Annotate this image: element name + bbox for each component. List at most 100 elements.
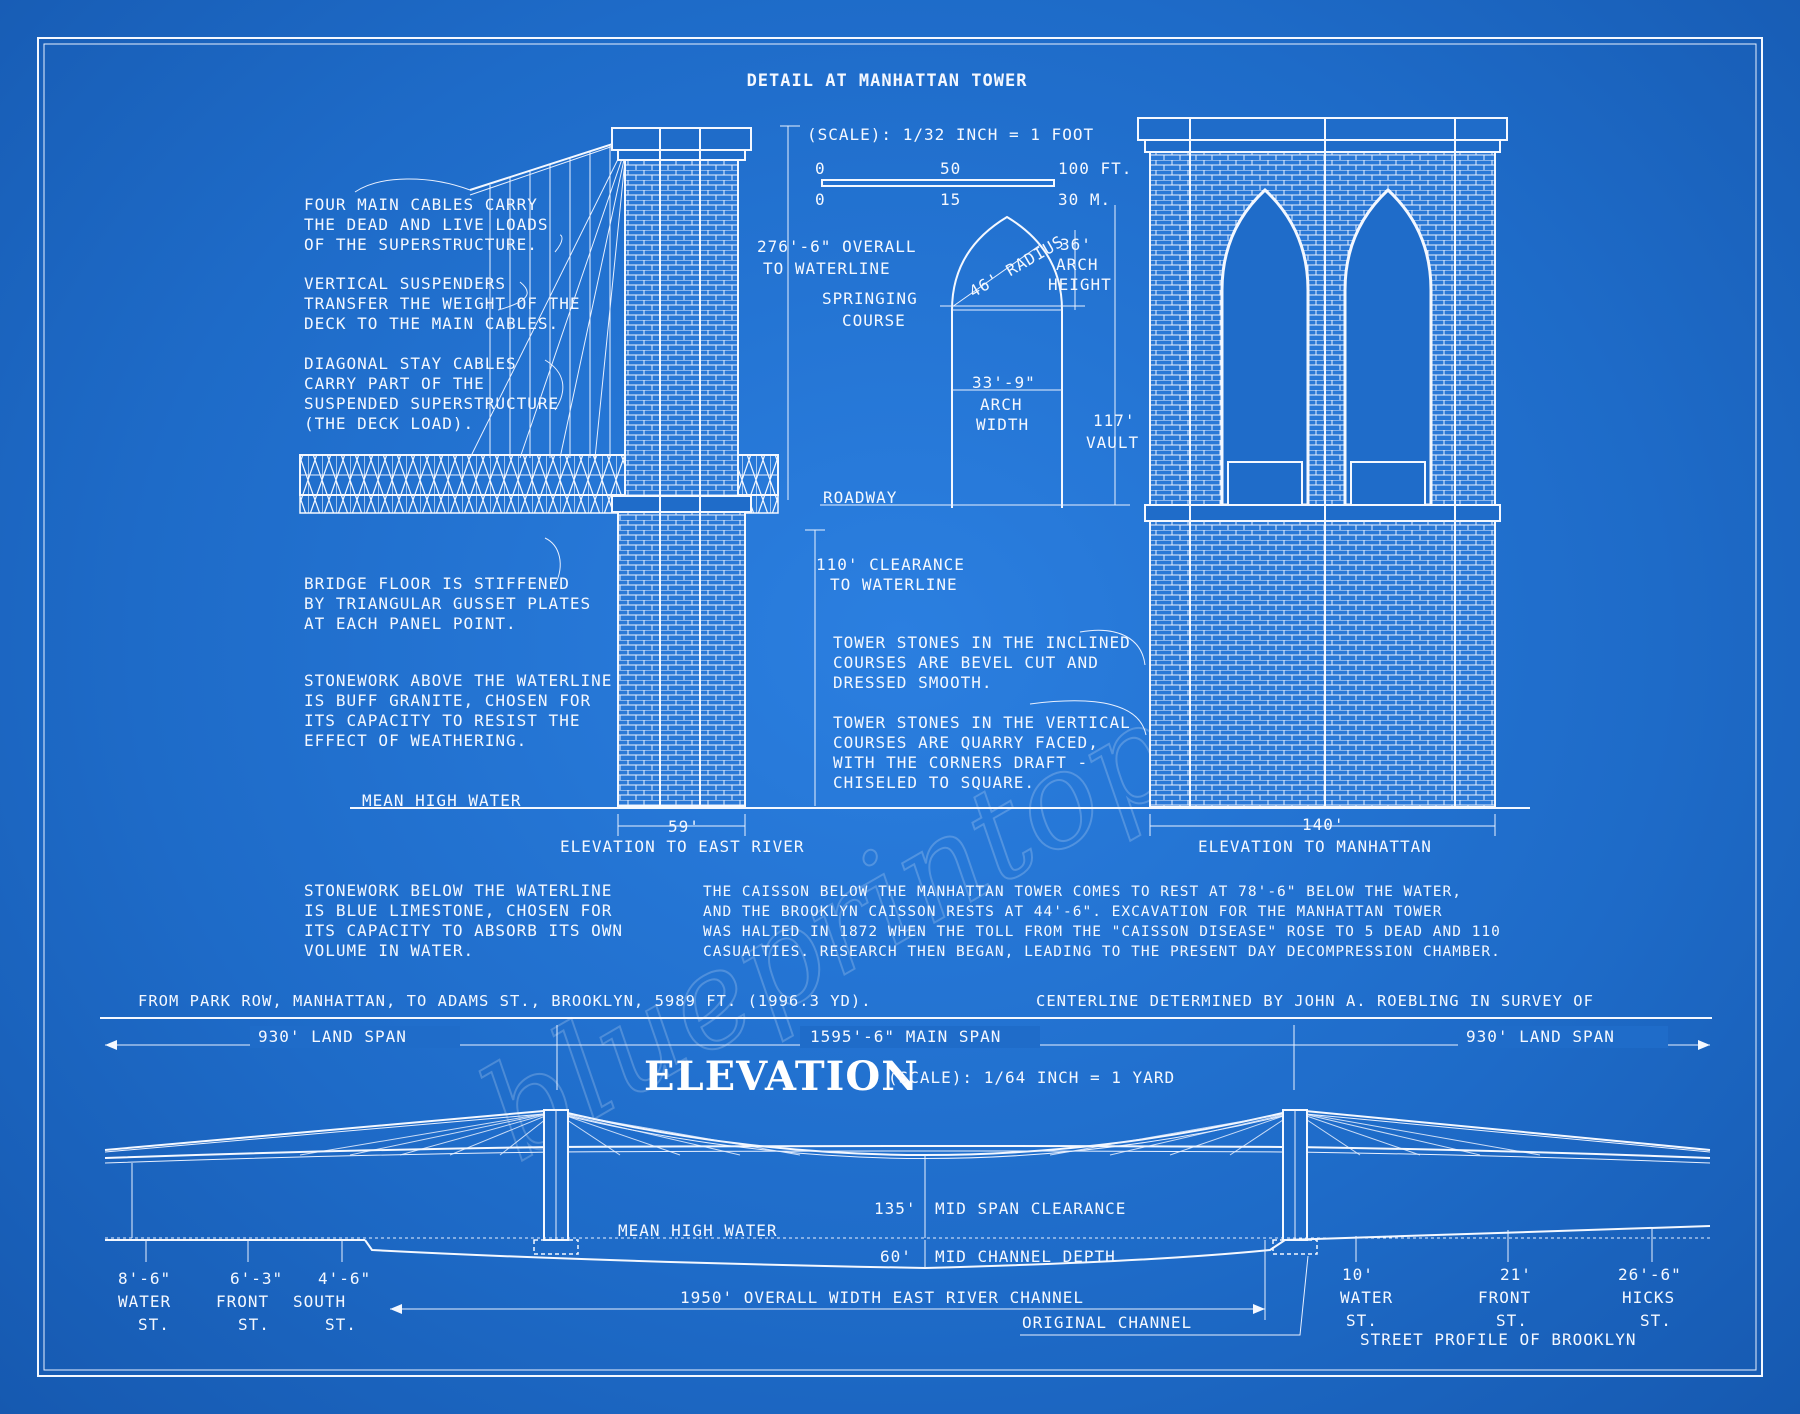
- arch-height-1: 36': [1060, 235, 1092, 254]
- left-notes: FOUR MAIN CABLES CARRY THE DEAD AND LIVE…: [304, 195, 612, 750]
- scale-m-0: 0: [815, 190, 826, 209]
- springing-1: SPRINGING: [822, 289, 918, 308]
- tower-note-1b: COURSES ARE BEVEL CUT AND: [833, 653, 1099, 672]
- note-stays-3: SUSPENDED SUPERSTRUCTURE: [304, 394, 559, 413]
- elevation-title: ELEVATION: [644, 1053, 919, 1100]
- arch-width-3: WIDTH: [976, 415, 1029, 434]
- stone-below-3: ITS CAPACITY TO ABSORB ITS OWN: [304, 921, 623, 940]
- elevation-manhattan: ELEVATION TO MANHATTAN: [1198, 837, 1432, 856]
- mid-clearance-label: MID SPAN CLEARANCE: [935, 1199, 1126, 1218]
- scale-bar: 0 50 100 FT. 0 15 30 M.: [815, 159, 1132, 209]
- vault-1: 117': [1093, 411, 1136, 430]
- front-st-name: FRONT: [216, 1292, 269, 1311]
- caisson-3: WAS HALTED IN 1872 WHEN THE TOLL FROM TH…: [703, 924, 1501, 940]
- scale-m-30: 30 M.: [1058, 190, 1111, 209]
- bottom-mean-high-water: MEAN HIGH WATER: [618, 1221, 778, 1240]
- note-main-cables-2: THE DEAD AND LIVE LOADS: [304, 215, 549, 234]
- channel-width-label: 1950' OVERALL WIDTH EAST RIVER CHANNEL: [680, 1288, 1084, 1307]
- land-span-right: 930' LAND SPAN: [1466, 1027, 1615, 1046]
- south-st-name: SOUTH: [293, 1292, 346, 1311]
- tower-note-2c: WITH THE CORNERS DRAFT -: [833, 753, 1088, 772]
- mid-clearance-value: 135': [874, 1199, 917, 1218]
- note-stays-1: DIAGONAL STAY CABLES: [304, 354, 517, 373]
- south-st-suffix: ST.: [325, 1315, 357, 1334]
- original-channel-label: ORIGINAL CHANNEL: [1022, 1313, 1192, 1332]
- water-st-height: 8'-6": [118, 1269, 171, 1288]
- dim-59-label: 59': [668, 817, 700, 836]
- water-st-suffix: ST.: [138, 1315, 170, 1334]
- note-main-cables-3: OF THE SUPERSTRUCTURE.: [304, 235, 538, 254]
- brooklyn-water-st-height: 10': [1342, 1265, 1374, 1284]
- arch-height-3: HEIGHT: [1048, 275, 1112, 294]
- water-st-name: WATER: [118, 1292, 171, 1311]
- caisson-note: THE CAISSON BELOW THE MANHATTAN TOWER CO…: [703, 884, 1501, 960]
- springing-2: COURSE: [842, 311, 906, 330]
- scale-ft-50: 50: [940, 159, 961, 178]
- stone-below-2: IS BLUE LIMESTONE, CHOSEN FOR: [304, 901, 612, 920]
- inner-frame: [43, 43, 1757, 1371]
- scale-m-15: 15: [940, 190, 961, 209]
- arch-width-2: ARCH: [980, 395, 1023, 414]
- brooklyn-front-st-suffix: ST.: [1496, 1311, 1528, 1330]
- mean-high-water-label: MEAN HIGH WATER: [362, 791, 522, 810]
- note-stone-above-2: IS BUFF GRANITE, CHOSEN FOR: [304, 691, 591, 710]
- stone-below-1: STONEWORK BELOW THE WATERLINE: [304, 881, 612, 900]
- tower-note-2b: COURSES ARE QUARRY FACED,: [833, 733, 1099, 752]
- hicks-st-height: 26'-6": [1618, 1265, 1682, 1284]
- detail-title: DETAIL AT MANHATTAN TOWER: [747, 71, 1028, 91]
- span-dimensions: 930' LAND SPAN 1595'-6" MAIN SPAN 930' L…: [105, 1025, 1710, 1090]
- detail-scale-label: (SCALE): 1/32 INCH = 1 FOOT: [807, 125, 1094, 144]
- note-stone-above-1: STONEWORK ABOVE THE WATERLINE: [304, 671, 612, 690]
- note-main-cables-1: FOUR MAIN CABLES CARRY: [304, 195, 538, 214]
- streets-left: 8'-6" WATER ST. 6'-3" FRONT ST. 4'-6" SO…: [118, 1240, 371, 1334]
- hicks-st-suffix: ST.: [1640, 1311, 1672, 1330]
- brooklyn-front-st-height: 21': [1500, 1265, 1532, 1284]
- streets-right: 10' WATER ST. 21' FRONT ST. 26'-6" HICKS…: [1340, 1228, 1682, 1349]
- scale-ft-100: 100 FT.: [1058, 159, 1132, 178]
- front-st-height: 6'-3": [230, 1269, 283, 1288]
- brooklyn-front-st-name: FRONT: [1478, 1288, 1531, 1307]
- street-profile-label: STREET PROFILE OF BROOKLYN: [1360, 1330, 1636, 1349]
- vault-2: VAULT: [1086, 433, 1139, 452]
- tower-note-2d: CHISELED TO SQUARE.: [833, 773, 1035, 792]
- dim-59: 59' ELEVATION TO EAST RIVER: [560, 814, 805, 856]
- note-stays-2: CARRY PART OF THE: [304, 374, 485, 393]
- note-stone-above-3: ITS CAPACITY TO RESIST THE: [304, 711, 580, 730]
- tower-note-2a: TOWER STONES IN THE VERTICAL: [833, 713, 1131, 732]
- overall-line-1: 276'-6" OVERALL: [757, 237, 917, 256]
- caisson-4: CASUALTIES. RESEARCH THEN BEGAN, LEADING…: [703, 944, 1501, 960]
- overall-line-2: TO WATERLINE: [763, 259, 891, 278]
- channel-depth-value: 60': [880, 1247, 912, 1266]
- elevation-east-river: ELEVATION TO EAST RIVER: [560, 837, 805, 856]
- caisson-2: AND THE BROOKLYN CAISSON RESTS AT 44'-6"…: [703, 904, 1442, 920]
- note-floor-3: AT EACH PANEL POINT.: [304, 614, 517, 633]
- arch-width-1: 33'-9": [972, 373, 1036, 392]
- dim-overall-height: 276'-6" OVERALL TO WATERLINE: [757, 125, 917, 500]
- tower-front-elevation: [1137, 117, 1508, 808]
- note-stone-above-4: EFFECT OF WEATHERING.: [304, 731, 527, 750]
- elevation-header-left: FROM PARK ROW, MANHATTAN, TO ADAMS ST., …: [138, 992, 872, 1010]
- stonework-below-note: STONEWORK BELOW THE WATERLINE IS BLUE LI…: [304, 881, 623, 960]
- front-st-suffix: ST.: [238, 1315, 270, 1334]
- clearance-line-2: TO WATERLINE: [830, 575, 958, 594]
- south-st-height: 4'-6": [318, 1269, 371, 1288]
- bridge-elevation: [104, 1108, 1711, 1336]
- elevation-header-right: CENTERLINE DETERMINED BY JOHN A. ROEBLIN…: [1036, 992, 1594, 1010]
- note-suspenders-1: VERTICAL SUSPENDERS: [304, 274, 506, 293]
- note-floor-1: BRIDGE FLOOR IS STIFFENED: [304, 574, 570, 593]
- brooklyn-water-st-suffix: ST.: [1346, 1311, 1378, 1330]
- note-stays-4: (THE DECK LOAD).: [304, 414, 474, 433]
- tower-side-elevation: [611, 127, 752, 807]
- hicks-st-name: HICKS: [1622, 1288, 1675, 1307]
- dim-140: 140' ELEVATION TO MANHATTAN: [1149, 814, 1496, 856]
- roadway-label: ROADWAY: [823, 488, 897, 507]
- note-suspenders-3: DECK TO THE MAIN CABLES.: [304, 314, 559, 333]
- land-span-left: 930' LAND SPAN: [258, 1027, 407, 1046]
- scale-ft-0: 0: [815, 159, 826, 178]
- main-span: 1595'-6" MAIN SPAN: [810, 1027, 1001, 1046]
- clearance-line-1: 110' CLEARANCE: [816, 555, 965, 574]
- elevation-scale: (SCALE): 1/64 INCH = 1 YARD: [888, 1068, 1175, 1087]
- dim-140-label: 140': [1302, 815, 1345, 834]
